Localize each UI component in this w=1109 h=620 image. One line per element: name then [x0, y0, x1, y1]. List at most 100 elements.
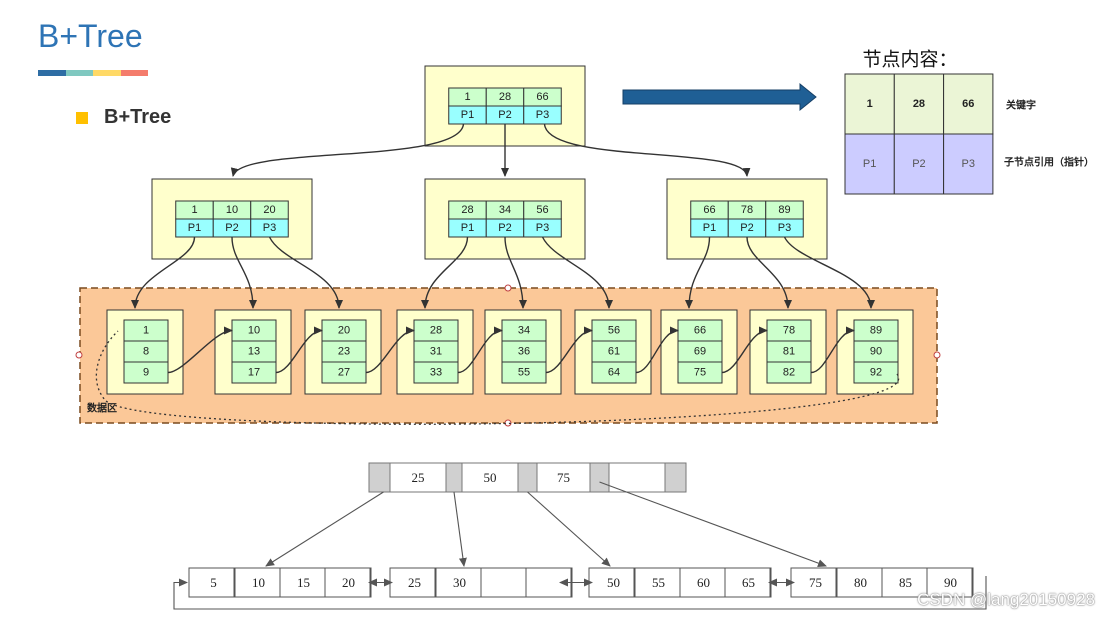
leaf-node-9-value: 92 [870, 367, 882, 379]
leaf-link-arrow-7 [721, 326, 768, 374]
leaf-node-5-value: 36 [518, 346, 530, 358]
lower-leaf-2-cell [480, 567, 527, 598]
leaf-node-8-value: 82 [783, 367, 795, 379]
watermark: CSDN @lang20150928 [917, 590, 1095, 609]
leaf-node-2-value: 17 [248, 367, 260, 379]
lower-leaf-2-cell [435, 567, 482, 598]
page-title: B+Tree [38, 18, 143, 54]
legend-pointer-label: 子节点引用（指针） [1004, 156, 1094, 169]
internal-node-3-pointer-text: P1 [703, 222, 716, 234]
upper-arrows-group [95, 123, 900, 425]
legend-pointer-text: P3 [962, 158, 975, 170]
title-bar-segment-1 [38, 70, 66, 76]
lower-return-line [173, 576, 987, 610]
internal-2-arrow-2 [504, 236, 527, 309]
lower-leaf-1-cell [188, 567, 235, 598]
internal-node-3-pointer-text: P3 [778, 222, 791, 234]
lower-root-pointer-slot [664, 462, 687, 493]
legend-pointer-text: P2 [912, 158, 925, 170]
lower-leaf-3-cell [634, 567, 681, 598]
leaf-link-arrow-4 [457, 326, 503, 374]
leaf-node-1-value: 9 [143, 367, 149, 379]
lower-root-arrow-2 [453, 491, 467, 567]
internal-node-1-pointer-text: P3 [263, 222, 276, 234]
leaf-node-6-value: 56 [608, 325, 620, 337]
lower-leaf-3-value: 55 [652, 575, 665, 590]
lower-leaf-4-value: 80 [854, 575, 867, 590]
lower-root-pointer-slot [517, 462, 538, 493]
lower-root-pointer-slot [368, 462, 391, 493]
leaf-link-arrow-2 [275, 326, 323, 374]
title-bar-segment-2 [65, 70, 93, 76]
leaf-node-7-value: 66 [694, 325, 706, 337]
internal-node-2-pointer-text: P1 [461, 222, 474, 234]
lower-root-arrow-1 [265, 491, 384, 567]
lower-leaf-1-value: 10 [252, 575, 265, 590]
lower-root-pointer-slot [589, 462, 610, 493]
lower-leaf-4-value: 75 [809, 575, 822, 590]
internal-node-2-pointer-text: P2 [498, 222, 511, 234]
lower-leaf-2-value: 30 [453, 575, 466, 590]
title-bar-segment-3 [93, 70, 121, 76]
root-node-key-text: 28 [499, 91, 511, 103]
internal-node-1-pointer-text: P2 [225, 222, 238, 234]
leaf-node-8-value: 78 [783, 325, 795, 337]
leaf-node-3-value: 20 [338, 325, 350, 337]
data-area-label: 数据区 [87, 402, 117, 415]
leaf-node-1-value: 8 [143, 346, 149, 358]
internal-node-3-pointer-text: P2 [740, 222, 753, 234]
lower-root-key-cell [536, 462, 591, 493]
internal-1-arrow-2 [231, 236, 257, 309]
leaf-node-2-value: 13 [248, 346, 260, 358]
leaf-link-arrow-3 [365, 326, 415, 374]
root-node-pointer-text: P1 [461, 109, 474, 121]
leaf-node-9-value: 90 [870, 346, 882, 358]
root-node-key-text: 66 [536, 91, 548, 103]
data-area-handle-icon [75, 351, 83, 359]
internal-2-arrow-3 [541, 236, 613, 309]
leaf-node-7-value: 69 [694, 346, 706, 358]
leaf-node-4-value: 33 [430, 367, 442, 379]
internal-node-1-pointer-text: P1 [188, 222, 201, 234]
leaf-link-arrow-6 [635, 326, 679, 374]
lower-leaf-4-cell [836, 567, 883, 598]
title-bar-segment-4 [120, 70, 148, 76]
legend-key-text: 66 [962, 98, 974, 110]
leaf-node-2-value: 10 [248, 325, 260, 337]
lower-root-pointer-slot [445, 462, 463, 493]
legend-key-text: 28 [913, 98, 925, 110]
lower-root-arrow-3 [527, 491, 611, 567]
leaf-link-arrow-5 [545, 326, 593, 374]
root-node-pointer-text: P2 [498, 109, 511, 121]
data-area-handle-icon [504, 284, 512, 292]
internal-3-arrow-1 [685, 236, 711, 309]
root-arrow-1 [230, 123, 465, 177]
lower-leaf-4-value: 85 [899, 575, 912, 590]
legend-key-cell [844, 73, 895, 135]
bullet-square-icon [76, 112, 88, 124]
lower-leaf-1-value: 5 [210, 575, 217, 590]
lower-leaf-3-value: 60 [697, 575, 710, 590]
leaf-node-3-value: 27 [338, 367, 350, 379]
leaf-node-5-value: 34 [518, 325, 530, 337]
internal-node-1-key-text: 20 [263, 204, 275, 216]
root-node-pointer-cell [523, 105, 562, 125]
lower-root-key-text: 25 [412, 470, 425, 485]
internal-2-arrow-1 [421, 236, 469, 309]
lower-root-arrow-4 [599, 481, 827, 567]
lower-leaf-4-cell [926, 567, 973, 598]
internal-node-2-pointer-text: P3 [536, 222, 549, 234]
legend-key-text: 1 [867, 98, 873, 110]
lower-root-key-text: 50 [484, 470, 497, 485]
lower-leaf-1-cell [234, 567, 281, 598]
legend-pointer-arrow-icon [622, 82, 817, 112]
leaf-node-4-value: 28 [430, 325, 442, 337]
leaf-node-6-value: 64 [608, 367, 620, 379]
lower-root-key-cell [461, 462, 519, 493]
lower-leaf-4-value: 90 [944, 575, 957, 590]
legend-key-label: 关键字 [1006, 99, 1036, 112]
leaf-node-5-value: 55 [518, 367, 530, 379]
lower-root-key-text: 75 [557, 470, 570, 485]
leaf-node-7-value: 75 [694, 367, 706, 379]
